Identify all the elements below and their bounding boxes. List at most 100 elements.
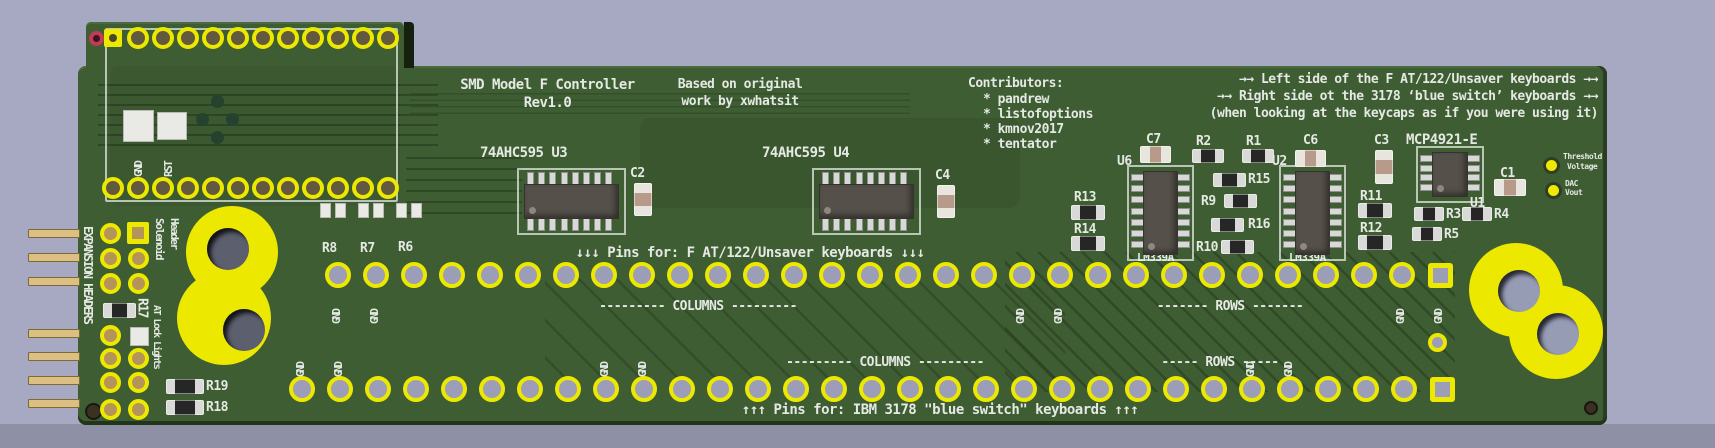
via-cluster — [226, 113, 239, 126]
expansion-header-pad — [128, 273, 149, 294]
keyboard-row1-pad — [1313, 262, 1339, 288]
module-pin-pad — [377, 27, 399, 49]
refdes-label-R13: R13 — [1074, 190, 1096, 205]
refdes-label-R7: R7 — [360, 241, 375, 256]
keyboard-row1-pad — [1275, 262, 1301, 288]
keyboard-row1-pad — [819, 262, 845, 288]
contributor-item: * listofoptions — [983, 107, 1093, 122]
dac-u1-mcp4921-pin — [1467, 174, 1480, 182]
keyboard-row2-pad — [555, 376, 581, 402]
keyboard-row1-pad-square — [1428, 263, 1453, 288]
threshold-voltage-label: Threshold — [1563, 152, 1602, 161]
keyboard-row1-pad — [971, 262, 997, 288]
smd-capacitor — [1295, 150, 1326, 167]
module-pin-pad — [227, 177, 249, 199]
comparator-u6-outline — [1127, 165, 1194, 261]
keyboard-row2-pad — [859, 376, 885, 402]
mcp4921-label: MCP4921-E — [1406, 132, 1478, 148]
rows-label-bottom: ----- ROWS ----- — [1161, 355, 1279, 370]
contributors-heading: Contributors: — [968, 76, 1064, 91]
controller-module-outline — [105, 28, 398, 202]
comparator-u2-pin — [1329, 174, 1342, 181]
edge-connector-finger — [28, 352, 80, 361]
unpopulated-resistor-pad — [335, 203, 346, 218]
keyboard-row2-pad-square — [1430, 377, 1455, 402]
dac-vout-testpoint — [1545, 182, 1562, 199]
keyboard-row1-pad — [515, 262, 541, 288]
module-pin-pad — [277, 27, 299, 49]
keyboard-row2-pad — [745, 376, 771, 402]
comparator-u2-pin — [1329, 241, 1342, 249]
dac-u1-mcp4921-pin1-dot — [1437, 185, 1444, 192]
smd-resistor — [166, 379, 204, 394]
expansion-header-pad — [100, 372, 121, 393]
dac-u1-mcp4921-pin — [1467, 155, 1480, 162]
comparator-u2-pin — [1329, 230, 1342, 238]
keyboard-row2-pad — [935, 376, 961, 402]
smd-capacitor — [937, 185, 955, 218]
comparator-u6-pin — [1177, 185, 1190, 193]
shift-register-u4-pin — [833, 218, 841, 231]
shift-register-u3-pin — [605, 218, 613, 231]
keyboard-row1-pad — [1047, 262, 1073, 288]
module-pin-pad — [152, 27, 174, 49]
unpopulated-resistor-pad — [373, 203, 384, 218]
expansion-header-pad — [128, 248, 149, 269]
refdes-label-C1: C1 — [1500, 166, 1515, 181]
keyboard-row2-pad — [1201, 376, 1227, 402]
smd-capacitor — [634, 183, 652, 216]
refdes-label-R14: R14 — [1074, 222, 1096, 237]
keyboard-row2-pad — [897, 376, 923, 402]
u3-label: 74AHC595 U3 — [480, 145, 568, 161]
refdes-label-U1: U1 — [1470, 196, 1485, 211]
gnd-label: GND — [333, 362, 345, 377]
keyboard-row1-pad — [1009, 262, 1035, 288]
module-pin-pad — [227, 27, 249, 49]
keyboard-row2-pad — [783, 376, 809, 402]
comparator-u6-body — [1143, 171, 1178, 255]
smd-resistor — [1414, 207, 1444, 221]
edge-connector-finger — [28, 329, 80, 338]
smd-resistor — [1221, 240, 1254, 254]
comparator-u6-pin — [1177, 230, 1190, 238]
module-rst-pad — [157, 112, 187, 140]
gnd-label: GND — [1053, 309, 1065, 324]
module-pin-pad — [102, 177, 124, 199]
refdes-label-R5: R5 — [1444, 227, 1459, 242]
gnd-label: GND — [637, 362, 649, 377]
smd-resistor — [1071, 205, 1105, 220]
via-cluster — [211, 131, 224, 144]
orientation-note-2: →→ Right side ot the 3178 ‘blue switch’ … — [1217, 89, 1599, 104]
keyboard-row1-pad — [705, 262, 731, 288]
module-pin-pad — [252, 27, 274, 49]
unpopulated-resistor-pad — [411, 203, 422, 218]
comparator-u6-pin — [1177, 218, 1190, 226]
smd-resistor — [1462, 207, 1492, 221]
keyboard-row1-pad — [1085, 262, 1111, 288]
comparator-u6-pin1-dot — [1148, 243, 1155, 250]
module-pin-pad — [302, 27, 324, 49]
smd-resistor — [1412, 227, 1442, 241]
solenoid-header-label-line2: Header — [167, 218, 181, 249]
board-edge-shadow — [404, 22, 414, 68]
refdes-label-U6: U6 — [1117, 154, 1132, 169]
keyboard-row2-pad — [1125, 376, 1151, 402]
edge-connector-finger — [28, 253, 80, 262]
aux-pad — [1428, 333, 1447, 352]
refdes-label-R18: R18 — [206, 400, 228, 415]
edge-connector-finger — [28, 376, 80, 385]
keyboard-row2-pad — [289, 376, 315, 402]
module-gnd-label: GND — [132, 161, 145, 177]
shift-register-u4-pin — [866, 218, 874, 231]
refdes-label-R11: R11 — [1360, 189, 1382, 204]
refdes-label-C7: C7 — [1146, 132, 1161, 147]
refdes-label-R8: R8 — [322, 241, 337, 256]
refdes-label-R3: R3 — [1446, 207, 1461, 222]
via-cluster — [196, 113, 209, 126]
expansion-header-pad — [128, 372, 149, 393]
top-pins-note: ↓↓↓ Pins for: F AT/122/Unsaver keyboards… — [575, 245, 925, 261]
comparator-u2-pin — [1329, 218, 1342, 226]
solenoid-mount-right-hole-bottom — [1537, 313, 1579, 355]
module-pin-pad — [327, 27, 349, 49]
smd-resistor — [1224, 194, 1257, 208]
